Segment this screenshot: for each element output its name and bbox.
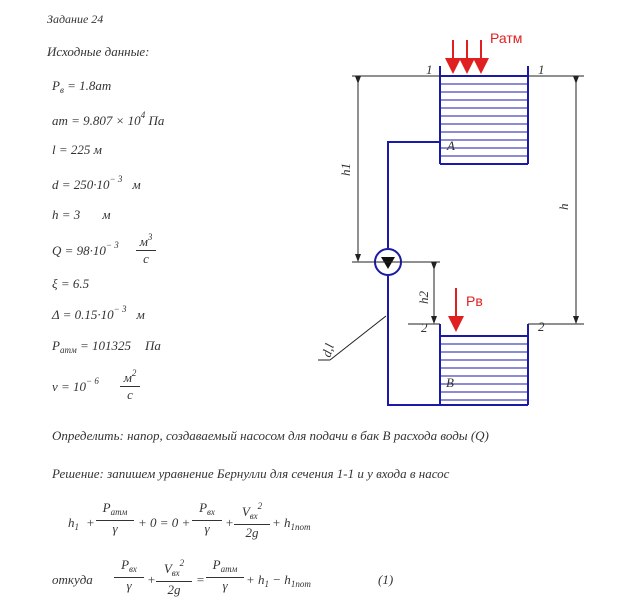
eq2-frac-pvx: Pвх γ [114, 557, 144, 594]
eq1-plus2: + [225, 515, 234, 530]
define-statement: Определить: напор, создаваемый насосом д… [52, 428, 489, 443]
eq2-frac-patm: Pатм γ [206, 557, 244, 594]
task-title: Задание 24 [47, 12, 104, 26]
eq1-plus: + [86, 515, 95, 530]
section-2-left: 2 [421, 320, 428, 335]
dimension-lines [318, 75, 584, 361]
section-1-left: 1 [426, 62, 433, 77]
label-h1: h1 [338, 163, 353, 176]
eq1-tail: + h1пот [272, 515, 311, 532]
section-2-right: 2 [538, 319, 545, 334]
eq1-frac-patm: Pатм γ [96, 500, 134, 537]
param-nu-unit: м2 c [120, 365, 140, 403]
param-q-unit: м3 c [136, 229, 156, 267]
eq1-frac-pvx: Pвх γ [192, 500, 222, 537]
solution-statement: Решение: запишем уравнение Бернулли для … [52, 466, 450, 481]
tank-b [439, 324, 529, 406]
eq2-equals: = [196, 572, 205, 587]
label-b: B [446, 375, 454, 390]
eq1-frac-velocity: Vвх2 2g [234, 498, 270, 541]
eq2-plus: + [147, 572, 156, 587]
param-pv: Pв = 1.8am [52, 78, 112, 95]
patm-arrows [445, 40, 489, 74]
eq2-frac-velocity: Vвх2 2g [156, 555, 192, 598]
eq2-number: (1) [378, 572, 394, 587]
given-header: Исходные данные: [47, 44, 150, 59]
param-at: am = 9.807 × 104 Па [52, 110, 165, 128]
section-1-right: 1 [538, 62, 545, 77]
label-h2: h2 [416, 291, 431, 305]
param-q: Q = 98·10− 3 [52, 240, 119, 258]
param-nu: ν = 10− 6 [52, 376, 99, 394]
pipeline [387, 141, 440, 406]
eq2-tail: + h1 − h1пот [246, 572, 311, 589]
eq1-h1: h1 [68, 515, 79, 532]
label-h: h [556, 204, 571, 211]
label-a: A [446, 138, 455, 153]
pv-label: Рв [466, 293, 483, 309]
param-xi: ξ = 6.5 [52, 276, 90, 291]
label-dl: d,l [319, 341, 338, 359]
patm-label: Ратм [490, 30, 522, 46]
tank-a [439, 66, 529, 165]
eq2-lead: откуда [52, 572, 93, 587]
eq1-mid: + 0 = 0 + [138, 515, 191, 530]
param-l: l = 225 м [52, 142, 102, 157]
